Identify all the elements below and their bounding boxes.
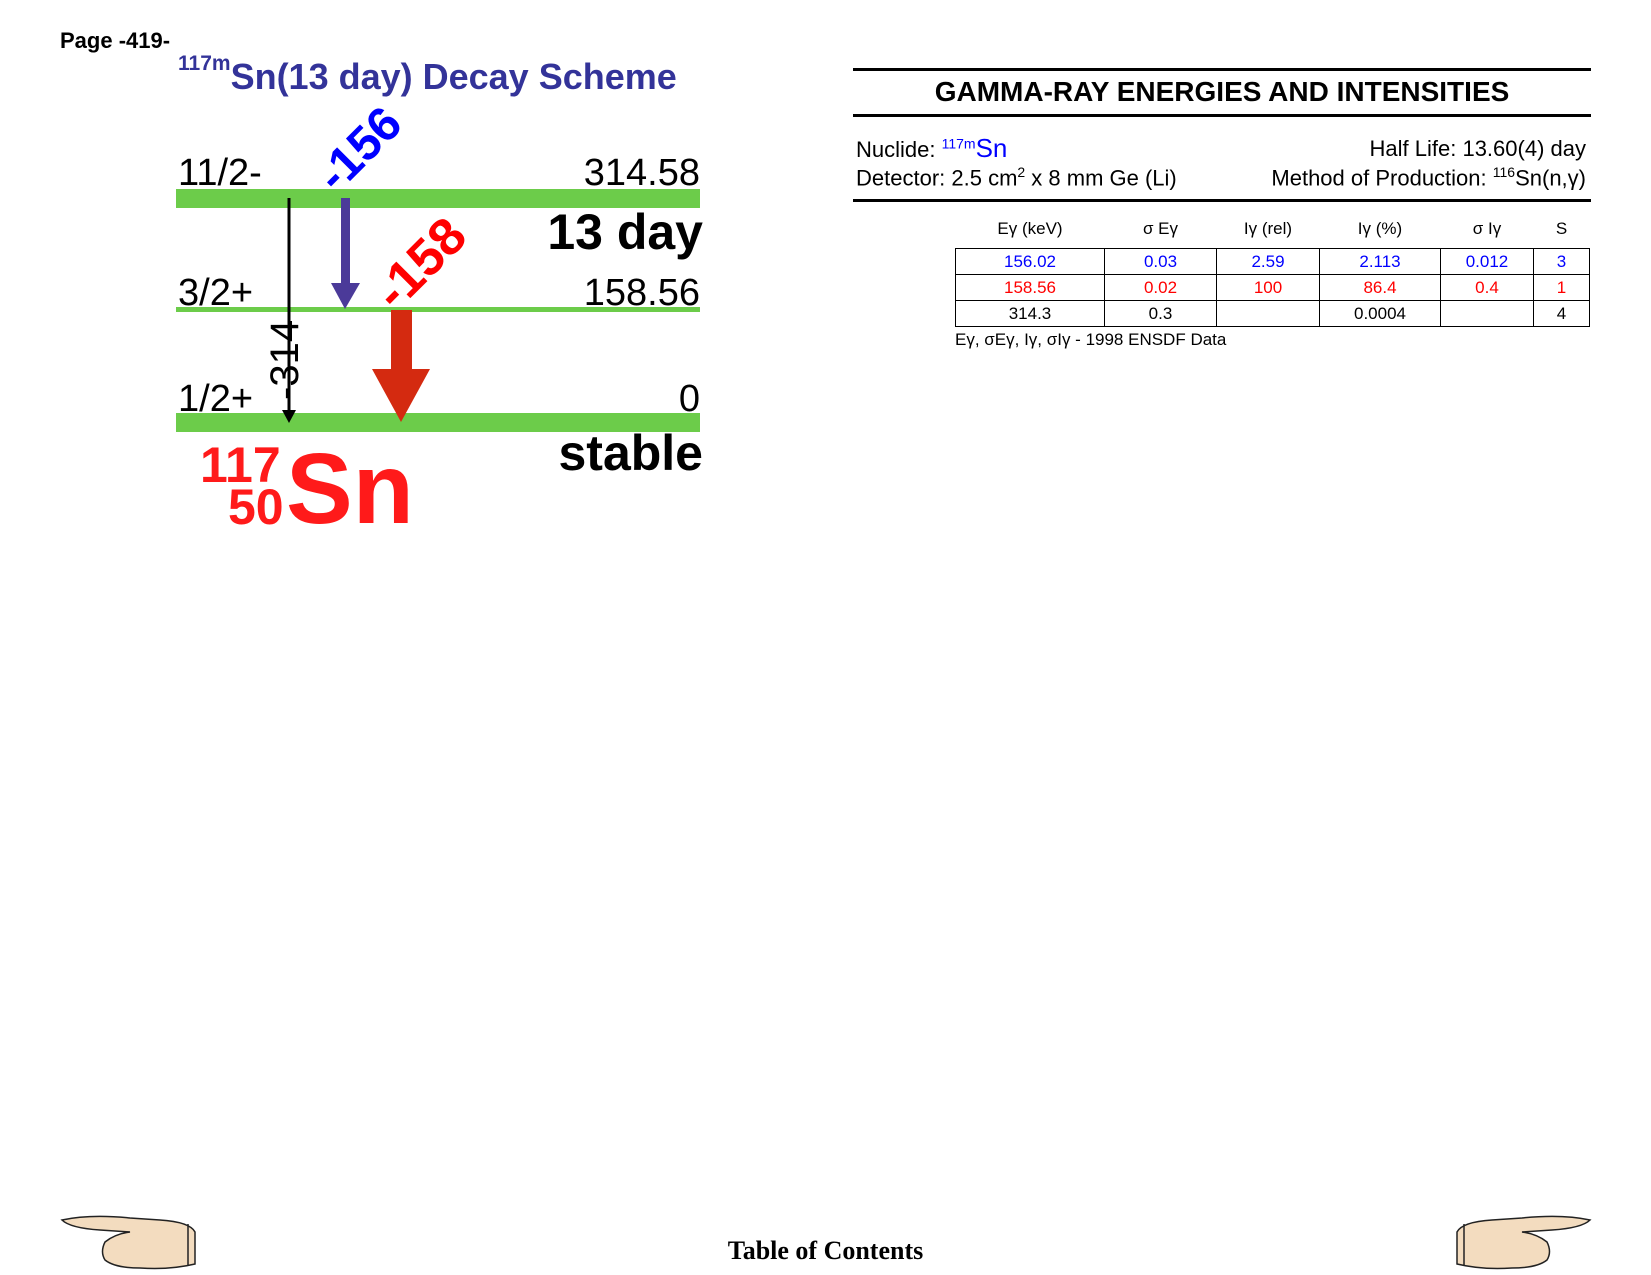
table-row: 156.02 0.03 2.59 2.113 0.012 3 xyxy=(955,248,1590,275)
energy-level-1: 314.58 xyxy=(583,152,700,194)
spin-level-3: 1/2+ xyxy=(178,378,254,420)
nuclide-info: Nuclide: 117mSn xyxy=(856,133,1008,163)
transition-label-314: -314 xyxy=(263,319,307,400)
arrow-156-head xyxy=(331,283,360,309)
nuclide-z: 50 xyxy=(228,479,284,535)
col-header: Eγ (keV) xyxy=(997,219,1063,238)
table-cell: 2.113 xyxy=(1319,248,1441,275)
level-bar-0 xyxy=(176,413,700,432)
title-rule xyxy=(853,114,1591,117)
col-header: Iγ (%) xyxy=(1357,219,1403,238)
decay-scheme-title: 117mSn(13 day) Decay Scheme xyxy=(178,52,677,98)
table-cell: 100 xyxy=(1216,274,1320,301)
table-cell: 0.012 xyxy=(1440,248,1534,275)
table-row: 314.3 0.3 0.0004 4 xyxy=(955,300,1590,327)
title-mass-sup: 117m xyxy=(178,52,231,75)
production-info: Method of Production: 116Sn(n,γ) xyxy=(1271,164,1586,191)
table-cell xyxy=(1216,300,1320,327)
table-cell: 0.02 xyxy=(1104,274,1217,301)
table-header-row: Eγ (keV) σ Eγ Iγ (rel) Iγ (%) σ Iγ S xyxy=(956,212,1590,249)
table-cell: 0.03 xyxy=(1104,248,1217,275)
half-life-label: 13 day xyxy=(547,204,703,260)
pointing-hand-left-icon[interactable] xyxy=(60,1212,200,1272)
stable-label: stable xyxy=(558,425,703,481)
energy-level-2: 158.56 xyxy=(583,272,700,314)
table-row: 158.56 0.02 100 86.4 0.4 1 xyxy=(955,274,1590,301)
arrow-158-head xyxy=(372,369,430,422)
spin-level-1: 11/2- xyxy=(178,152,262,194)
table-cell: 314.3 xyxy=(955,300,1105,327)
spin-level-2: 3/2+ xyxy=(178,272,254,314)
table-footnote: Eγ, σEγ, Iγ, σIγ - 1998 ENSDF Data xyxy=(955,330,1227,349)
top-rule xyxy=(853,68,1591,71)
table-cell: 158.56 xyxy=(955,274,1105,301)
info-rule xyxy=(853,199,1591,202)
table-cell: 0.3 xyxy=(1104,300,1217,327)
detector-info: Detector: 2.5 cm2 x 8 mm Ge (Li) xyxy=(856,164,1177,191)
table-cell: 0.4 xyxy=(1440,274,1534,301)
gamma-table-title: GAMMA-RAY ENERGIES AND INTENSITIES xyxy=(934,76,1510,107)
pointing-hand-right-icon[interactable] xyxy=(1450,1212,1595,1272)
table-of-contents-link[interactable]: Table of Contents xyxy=(727,1236,924,1265)
arrow-314-head xyxy=(282,410,296,423)
nuclide-symbol: Sn xyxy=(286,433,414,545)
table-cell: 3 xyxy=(1533,248,1590,275)
gamma-table: Eγ (keV) σ Eγ Iγ (rel) Iγ (%) σ Iγ S 156… xyxy=(955,212,1590,327)
col-header: Iγ (rel) xyxy=(1243,219,1293,238)
page-number: Page -419- xyxy=(60,28,171,53)
energy-level-3: 0 xyxy=(678,378,700,420)
table-cell: 156.02 xyxy=(955,248,1105,275)
transition-arrows xyxy=(282,198,430,423)
table-cell: 86.4 xyxy=(1319,274,1441,301)
table-cell: 2.59 xyxy=(1216,248,1320,275)
nuclide-mass: 117 xyxy=(200,437,281,493)
title-main: Sn(13 day) Decay Scheme xyxy=(230,56,677,97)
col-header: σ Eγ xyxy=(1142,219,1179,238)
col-header: S xyxy=(1555,219,1568,238)
arrow-156-shaft xyxy=(341,198,350,284)
table-cell: 1 xyxy=(1533,274,1590,301)
level-bar-314 xyxy=(176,189,700,208)
col-header: σ Iγ xyxy=(1472,219,1502,238)
table-cell: 0.0004 xyxy=(1319,300,1441,327)
table-cell: 4 xyxy=(1533,300,1590,327)
half-life-info: Half Life: 13.60(4) day xyxy=(1369,136,1586,161)
table-cell xyxy=(1440,300,1534,327)
level-bar-158 xyxy=(176,307,700,312)
arrow-158-shaft xyxy=(391,310,412,370)
